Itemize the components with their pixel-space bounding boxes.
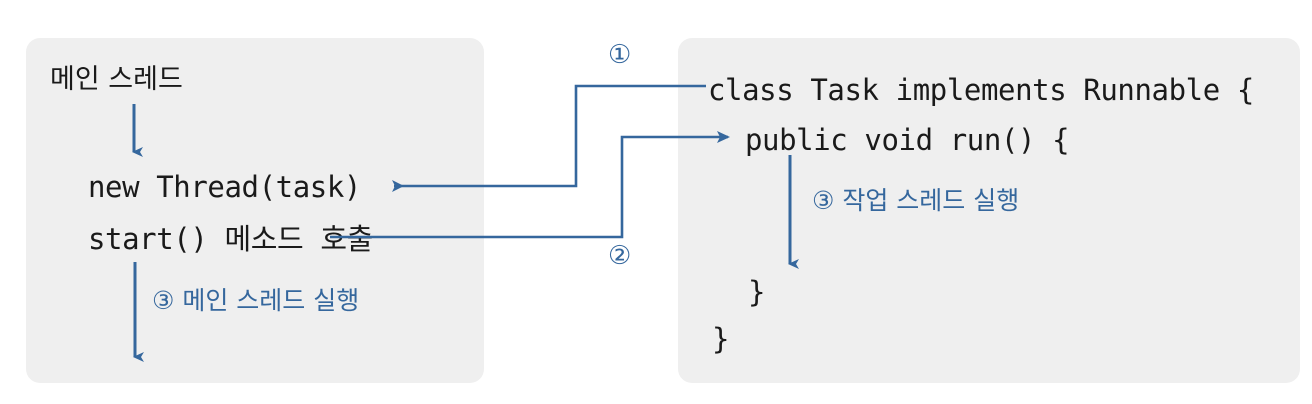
main-thread-execution-annotation: ③ 메인 스레드 실행: [152, 286, 360, 315]
new-thread-statement: new Thread(task): [88, 170, 361, 204]
class-declaration-line: class Task implements Runnable {: [708, 73, 1254, 107]
run-method-line: public void run() {: [745, 123, 1070, 157]
main-thread-heading: 메인 스레드: [50, 64, 183, 95]
connector-marker-one: ①: [608, 40, 632, 70]
run-method-closing-brace: }: [748, 275, 766, 309]
class-closing-brace: }: [712, 322, 730, 356]
task-class-panel: [678, 38, 1300, 383]
start-call-statement: start() 메소드 호출: [88, 222, 373, 256]
task-thread-execution-annotation: ③ 작업 스레드 실행: [812, 186, 1020, 215]
connector-marker-two: ②: [608, 241, 632, 271]
